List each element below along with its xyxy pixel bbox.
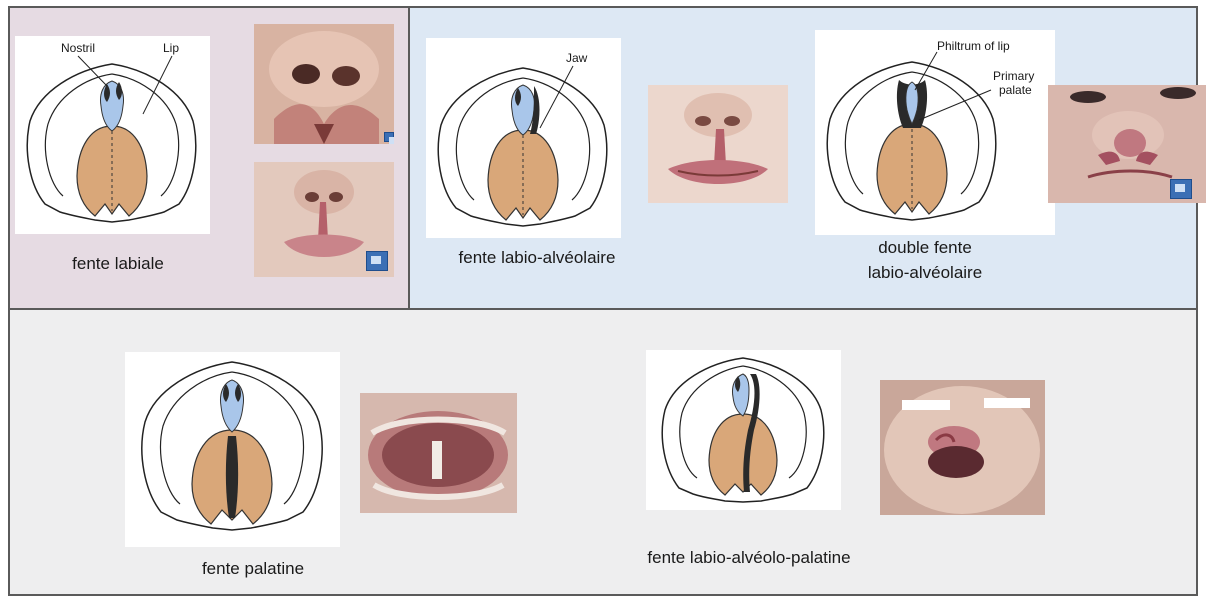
media-badge-icon: [384, 132, 394, 142]
diagram-double-fente: Philtrum of lip Primary palate: [815, 30, 1055, 235]
label-philtrum: Philtrum of lip: [937, 39, 1010, 53]
caption-fente-labio-alveolaire: fente labio-alvéolaire: [432, 246, 642, 270]
caption-fente-palatine: fente palatine: [178, 557, 328, 581]
label-primary-line2: palate: [999, 83, 1032, 97]
diagram-fente-labio-alveolaire: Jaw: [426, 38, 621, 238]
media-badge-icon: [1170, 179, 1192, 199]
photo-cleft-palate: [360, 393, 517, 513]
caption-double-fente-line2: labio-alvéolaire: [850, 261, 1000, 285]
diagram-fente-labiale: Nostril Lip: [15, 36, 210, 234]
media-badge-icon: [366, 251, 388, 271]
label-jaw: Jaw: [566, 51, 588, 65]
label-nostril: Nostril: [61, 41, 95, 55]
caption-fente-labio-alveolo-palatine: fente labio-alvéolo-palatine: [618, 546, 880, 570]
caption-fente-labiale: fente labiale: [58, 252, 178, 276]
photo-cleft-lip-palate: [880, 380, 1045, 515]
photo-cleft-lip-nose: [254, 24, 394, 144]
diagram-fente-palatine: [125, 352, 340, 547]
caption-double-fente-line1: double fente: [850, 236, 1000, 260]
diagram-fente-labio-alveolo-palatine: [646, 350, 841, 510]
label-primary-line1: Primary: [993, 69, 1034, 83]
label-lip: Lip: [163, 41, 179, 55]
photo-bilateral-cleft: [1048, 85, 1206, 203]
photo-cleft-lip-mouth: [254, 162, 394, 277]
photo-unilateral-cleft: [648, 85, 788, 203]
